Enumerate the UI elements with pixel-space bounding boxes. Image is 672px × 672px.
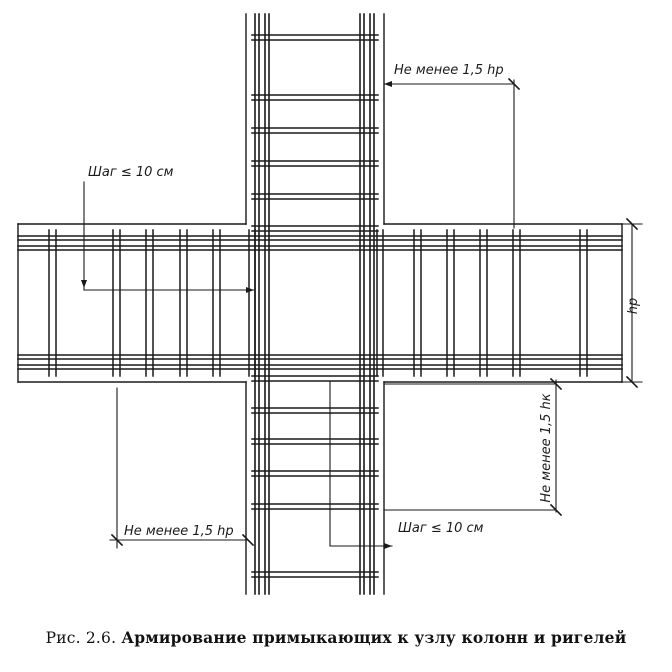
beam-stirrup: [179, 229, 188, 377]
beam-stirrup: [512, 229, 521, 377]
beam-stirrup: [413, 229, 422, 377]
column-tie: [251, 407, 379, 414]
column-outline: [245, 13, 385, 595]
caption-prefix: Рис. 2.6.: [45, 629, 117, 647]
arrow-heads: [81, 81, 392, 549]
label-column-min-right: Не менее 1,5 hк: [539, 393, 554, 502]
beam-bottom-rebars: [17, 354, 623, 370]
column-tie: [251, 127, 379, 134]
beam-stirrup: [479, 229, 488, 377]
beam-stirrup: [48, 229, 57, 377]
column-tie: [251, 571, 379, 578]
beam-stirrup: [376, 229, 384, 377]
column-tie: [251, 34, 379, 41]
beam-stirrup: [248, 229, 256, 377]
column-tie: [251, 160, 379, 167]
column-right-rebars: [359, 13, 375, 595]
beam-stirrup: [212, 229, 221, 377]
column-tie: [251, 503, 379, 510]
beam-top-rebars: [17, 235, 623, 251]
caption-text: Армирование примыкающих к узлу колонн и …: [121, 628, 627, 647]
beam-stirrup: [579, 229, 588, 377]
beam-stirrup: [145, 229, 154, 377]
column-tie: [251, 470, 379, 477]
column-left-rebars: [254, 13, 270, 595]
column-tie: [251, 94, 379, 101]
column-ties: [251, 34, 379, 578]
column-tie: [251, 375, 379, 382]
label-beam-height: hp: [626, 298, 641, 315]
beam-stirrup: [112, 229, 121, 377]
label-column-min-bottom: Не менее 1,5 hp: [124, 524, 234, 539]
beam-stirrups: [48, 229, 588, 377]
label-step-bottom: Шаг ≤ 10 см: [398, 521, 484, 536]
reinforcement-drawing: Не менее 1,5 hp Шаг ≤ 10 см hp Не менее …: [17, 13, 643, 595]
column-tie: [251, 193, 379, 200]
dimension-ticks: [110, 77, 639, 547]
column-tie: [251, 438, 379, 445]
beam-stirrup: [446, 229, 455, 377]
column-tie: [251, 225, 379, 232]
dimension-lines: [83, 79, 643, 549]
label-column-min-top: Не менее 1,5 hp: [394, 63, 504, 78]
figure-caption: Рис. 2.6. Армирование примыкающих к узлу…: [0, 628, 672, 647]
label-step-top: Шаг ≤ 10 см: [88, 165, 174, 180]
